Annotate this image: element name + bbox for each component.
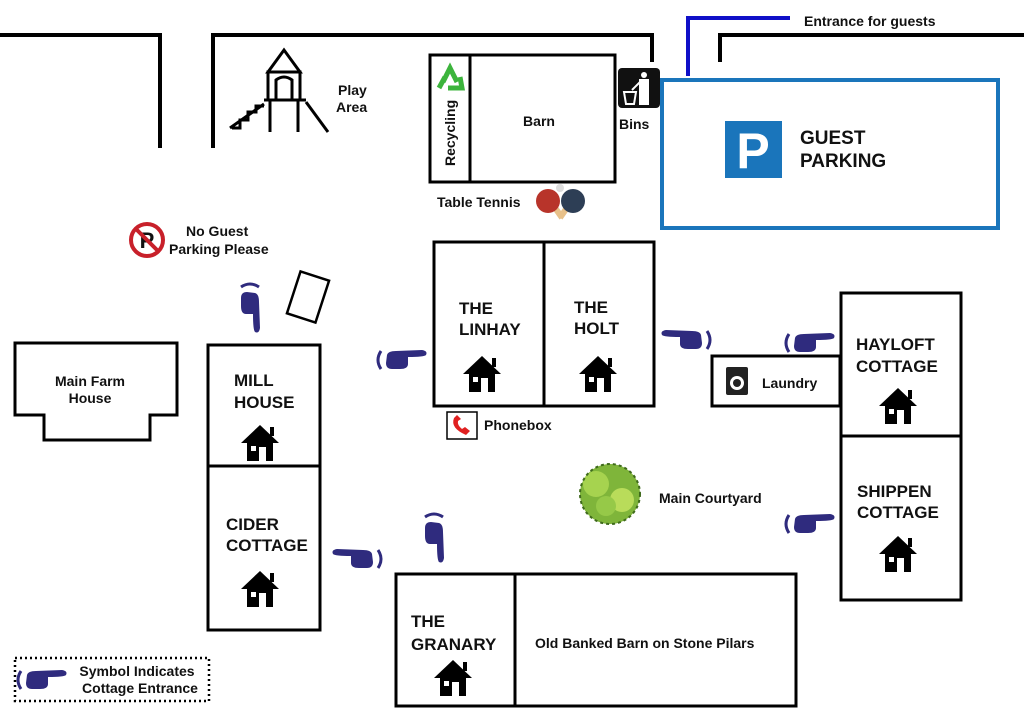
parking-space [285,269,331,325]
no-parking-icon: P [129,222,165,258]
laundry-label: Laundry [762,375,817,391]
old-banked-barn-label: Old Banked Barn on Stone Pilars [535,635,755,651]
pointing-hand-icon [376,348,428,371]
pointing-hand-icon [660,328,712,351]
pointing-hand-icon [423,512,446,564]
pointing-hand-icon [784,512,836,535]
pointing-hand-icon [331,547,383,570]
guest-parking-area [660,78,1000,230]
wall-west [0,33,162,148]
wall-east [718,33,1024,62]
phonebox-label: Phonebox [484,417,552,433]
main-farm-house [13,341,179,442]
parking-sign-letter: P [736,123,769,179]
mill-house-cider-building [206,343,322,632]
table-tennis-label: Table Tennis [437,194,521,210]
bins-icon [618,68,660,108]
recycling-label: Recycling [442,100,458,166]
pointing-hand-icon [239,282,262,334]
guest-entrance-line [686,16,790,76]
washing-machine-icon [726,367,748,395]
entrance-label: Entrance for guests [804,13,936,29]
parking-sign-icon [725,121,782,178]
table-tennis-icon [536,184,585,220]
main-courtyard-label: Main Courtyard [659,490,762,506]
recycling-icon [436,62,465,91]
play-area-icon [229,47,330,133]
bins-label: Bins [619,116,650,132]
phone-icon [446,411,478,440]
pointing-hand-icon [784,331,836,354]
barn-label: Barn [523,113,555,129]
wall-north [211,33,654,148]
tree-icon [579,463,641,525]
barn-building [428,53,617,184]
